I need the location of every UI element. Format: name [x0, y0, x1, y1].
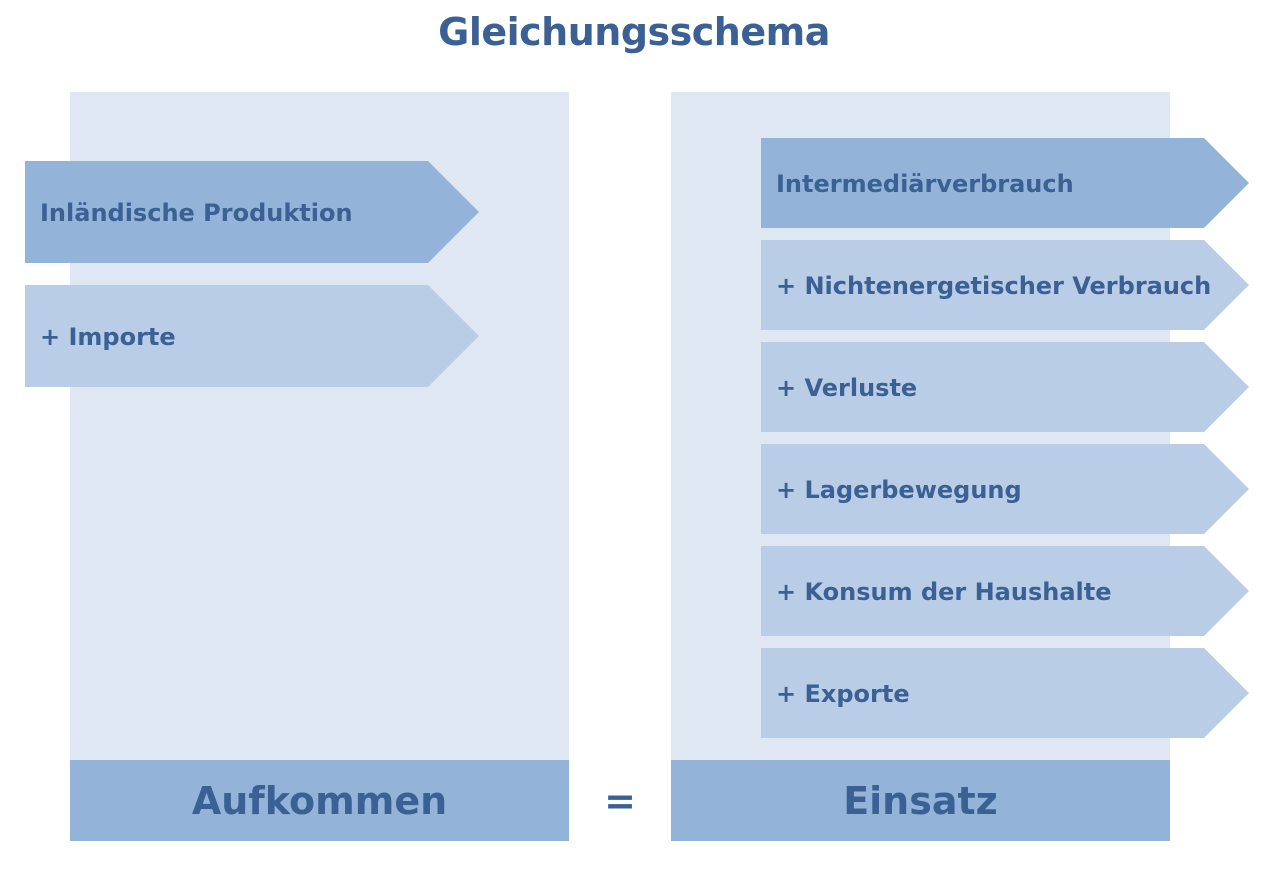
einsatz-arrow-exporte: + Exporte [761, 648, 1249, 738]
einsatz-arrow-verluste: + Verluste [761, 342, 1249, 432]
arrow-label: + Verluste [776, 374, 918, 402]
arrow-label: + Exporte [776, 680, 910, 708]
arrow-label: Intermediärverbrauch [776, 170, 1074, 198]
einsatz-arrow-lagerbewegung: + Lagerbewegung [761, 444, 1249, 534]
einsatz-arrow-nichtenergetischer-verbrauch: + Nichtenergetischer Verbrauch [761, 240, 1249, 330]
einsatz-label: Einsatz [843, 778, 998, 823]
aufkommen-label: Aufkommen [191, 778, 448, 823]
aufkommen-arrow-inlaendische-produktion: Inländische Produktion [25, 161, 479, 263]
arrow-label: Inländische Produktion [40, 199, 353, 227]
arrow-label: + Konsum der Haushalte [776, 578, 1112, 606]
arrow-label: + Importe [40, 323, 176, 351]
equals-sign: = [604, 778, 636, 823]
einsatz-footer: Einsatz [671, 760, 1170, 841]
arrow-label: + Lagerbewegung [776, 476, 1022, 504]
aufkommen-footer: Aufkommen [70, 760, 569, 841]
arrow-label: + Nichtenergetischer Verbrauch [776, 272, 1212, 300]
diagram-title: Gleichungsschema [438, 10, 830, 54]
aufkommen-arrow-importe: + Importe [25, 285, 479, 387]
einsatz-arrow-intermediaerverbrauch: Intermediärverbrauch [761, 138, 1249, 228]
einsatz-arrow-konsum-der-haushalte: + Konsum der Haushalte [761, 546, 1249, 636]
